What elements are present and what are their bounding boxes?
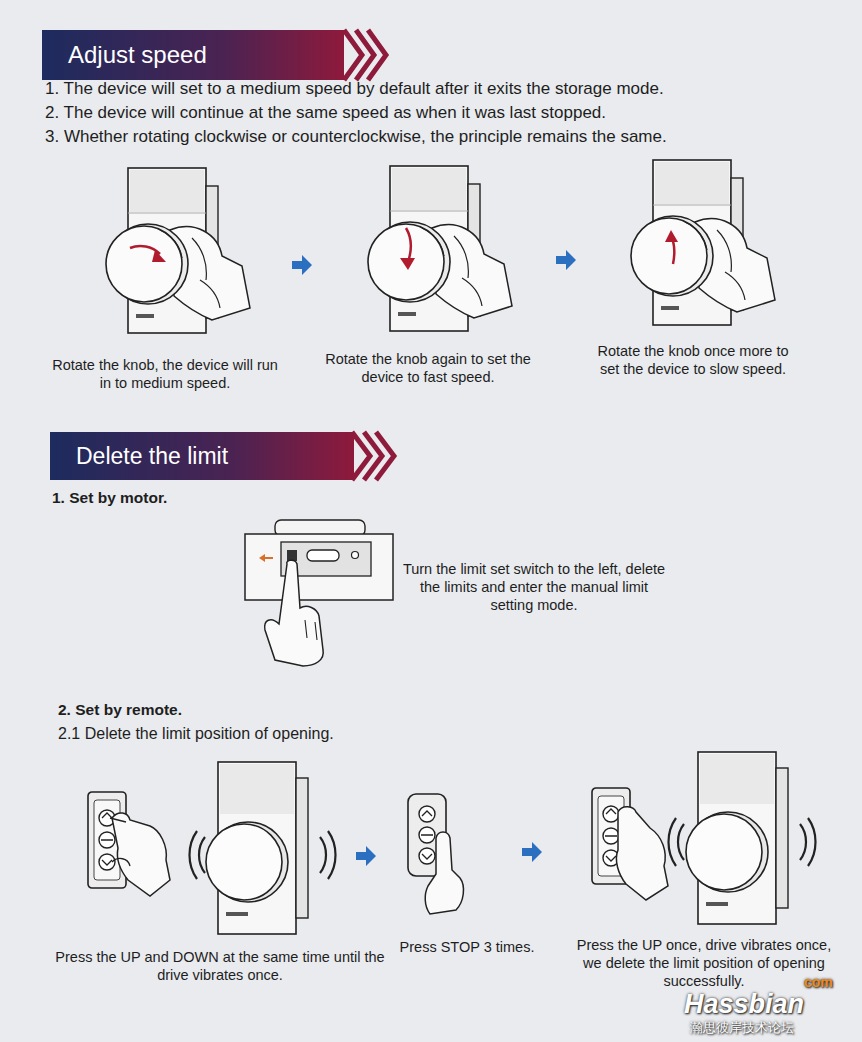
knob-device — [368, 166, 512, 331]
step-caption: Press the UP and DOWN at the same time u… — [55, 948, 385, 984]
step-caption: Turn the limit set switch to the left, d… — [398, 560, 670, 614]
illustration-part — [419, 848, 435, 864]
blue-arrow — [556, 250, 576, 270]
illustration-part — [800, 818, 816, 866]
illustration-part — [556, 250, 576, 270]
illustration-part — [421, 811, 433, 859]
blue-arrow — [356, 846, 376, 866]
vibration-marks — [190, 831, 206, 879]
illustration-part — [425, 832, 463, 914]
section-title: Delete the limit — [76, 443, 228, 470]
hand — [616, 807, 668, 900]
illustration-part — [320, 831, 336, 879]
hand — [110, 818, 130, 866]
illustration-part — [206, 762, 308, 934]
illustration-part — [406, 228, 411, 262]
subheading: 2. Set by remote. — [58, 700, 358, 719]
illustration-part — [292, 255, 312, 275]
watermark: com — [804, 974, 848, 992]
handheld-remote — [408, 794, 463, 914]
illustration-part — [419, 806, 435, 822]
knob-device — [106, 168, 250, 333]
step-caption: Rotate the knob again to set the device … — [318, 350, 538, 386]
illustration-part — [356, 846, 376, 866]
blue-arrow — [292, 255, 312, 275]
step-caption: Rotate the knob once more to set the dev… — [588, 342, 798, 378]
illustration-part — [352, 552, 359, 559]
illustration-part — [669, 818, 685, 866]
illustration-part — [631, 160, 775, 325]
step-caption: Press the UP once, drive vibrates once, … — [566, 936, 842, 990]
illustration-part — [400, 258, 415, 270]
illustration-part — [305, 620, 317, 640]
illustration-part — [368, 166, 512, 331]
list-item: 3. Whether rotating clockwise or counter… — [45, 126, 855, 147]
illustration-part — [307, 550, 339, 561]
illustration-part — [245, 534, 393, 600]
illustration-part — [665, 230, 678, 242]
watermark: 瀚思彼岸技术论坛 — [690, 1020, 840, 1036]
list-item: 2. The device will continue at the same … — [45, 102, 855, 123]
illustration-part — [190, 831, 206, 879]
section-banner: Delete the limit — [50, 432, 354, 480]
vibration-marks — [320, 831, 336, 879]
illustration-part — [352, 432, 394, 480]
step-caption: Rotate the knob, the device will run in … — [45, 356, 285, 392]
step-caption: Press STOP 3 times. — [372, 938, 562, 956]
hand — [112, 813, 170, 896]
knob-device — [631, 160, 775, 325]
illustration-part — [686, 752, 788, 924]
section-banner: Adjust speed — [42, 30, 344, 80]
vibration-marks — [800, 818, 816, 866]
subheading: 1. Set by motor. — [52, 488, 352, 507]
motor-switch-view — [245, 520, 393, 666]
illustration-part — [106, 168, 250, 333]
vibration-marks — [669, 818, 685, 866]
illustration-part — [287, 550, 297, 561]
list-item: 1. The device will set to a medium speed… — [45, 78, 855, 99]
illustration-part — [152, 250, 166, 262]
illustration-part — [265, 560, 324, 666]
illustration-part — [522, 842, 542, 862]
drive — [686, 752, 788, 924]
subheading: 2.1 Delete the limit position of opening… — [58, 724, 558, 744]
drive — [206, 762, 308, 934]
illustration-part — [259, 554, 265, 562]
section-title: Adjust speed — [68, 41, 207, 69]
watermark: Hassbian — [684, 988, 854, 1022]
blue-arrow — [522, 842, 542, 862]
illustration-part — [344, 30, 386, 80]
